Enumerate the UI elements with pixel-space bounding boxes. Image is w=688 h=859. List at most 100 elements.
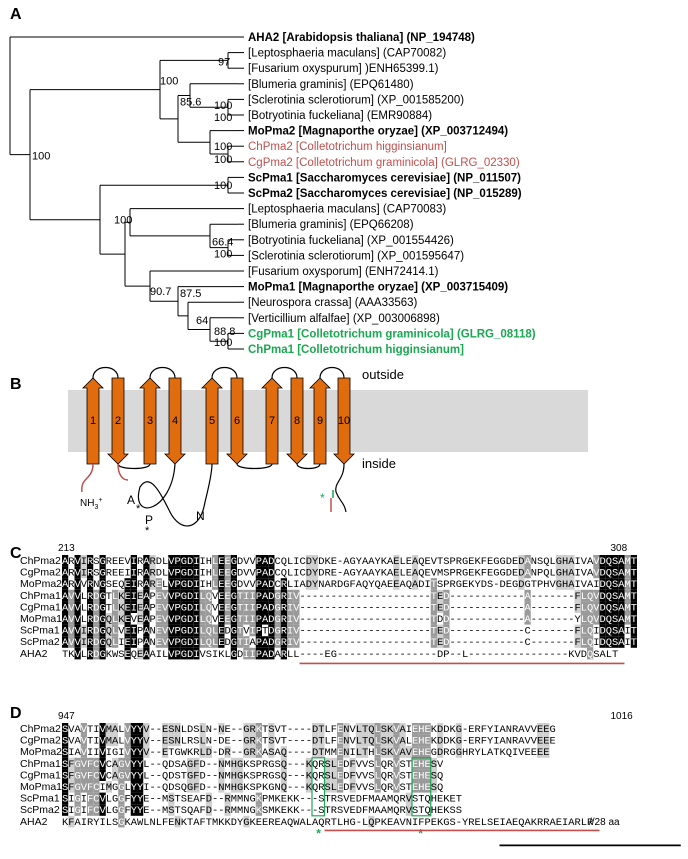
- alignment-sequence: SVAVTIVMALVYYV--ESNLRSLN-DE--GRKTSVT----…: [62, 737, 556, 748]
- tree-leaf-label: AHA2 [Arabidopsis thaliana] (NP_194748): [248, 32, 475, 44]
- alignment-sequence: KFAIRYILSGKAWLNLFENKTAFTMKKDYGKEEREAQWAL…: [62, 818, 593, 829]
- alignment-sequence-name: MoPma2: [20, 746, 62, 758]
- alignment-sequence-name: AHA2: [20, 816, 48, 828]
- n-terminus-label: NH3+: [80, 497, 102, 511]
- green-star: *: [320, 491, 325, 505]
- panel-label-a: A: [10, 6, 22, 23]
- green-star: *: [316, 826, 321, 840]
- helix-number: 4: [172, 415, 178, 427]
- alignment-sequence-name: CgPma1: [20, 601, 61, 613]
- alignment-sequence: AVVLRDGQLKEVEAPEVVPGDILQVEEGTIIPADGRIV--…: [62, 615, 637, 626]
- alignment-sequence-name: CgPma1: [20, 769, 61, 781]
- tree-leaf-label: MoPma2 [Magnaporthe oryzae] (XP_00371249…: [248, 126, 508, 138]
- alignment-sequence-name: ChPma2: [20, 555, 61, 567]
- bootstrap-value: 100: [32, 151, 50, 163]
- aha2-suffix: //28 aa: [589, 817, 620, 828]
- tree-leaf-label: ScPma1 [Saccharomyces cerevisiae] (NP_01…: [248, 172, 521, 184]
- helix-number: 5: [209, 415, 215, 427]
- tree-leaf-label: [Verticillium alfalfae] (XP_003006898): [248, 313, 440, 325]
- helix-number: 7: [269, 415, 275, 427]
- tree-leaf-label: [Blumeria graminis] (EPQ61480): [248, 79, 414, 91]
- alignment-sequence: ARVIRSGREEIIRARDLVPGDIIHLEEGDVVPADCQLICD…: [62, 569, 637, 580]
- tree-leaf-label: [Botryotinia fuckeliana] (XP_001554426): [248, 235, 454, 247]
- alignment-start-number: 213: [58, 543, 75, 554]
- bootstrap-value: 64: [196, 315, 208, 327]
- helix-7: [261, 377, 283, 465]
- tree-leaf-label: ChPma1 [Colletotrichum higginsianum]: [248, 344, 464, 356]
- helix-9: [309, 377, 331, 465]
- bootstrap-value: 88.8: [214, 326, 235, 338]
- alignment-sequence: ARVVRNGSEQEIRARELVPGDIIHLEEGDVVPADCRLIAD…: [62, 580, 637, 591]
- helix-6: [226, 377, 248, 465]
- helix-5: [201, 377, 223, 465]
- bootstrap-value: 87.5: [180, 288, 201, 300]
- alignment-sequence-name: MoPma2: [20, 578, 62, 590]
- helix-8: [286, 377, 308, 465]
- alignment-sequence-name: MoPma1: [20, 781, 62, 793]
- tree-leaf-label: ChPma2 [Colletotrichum higginsianum]: [248, 141, 447, 153]
- bootstrap-value: 66.4: [212, 237, 233, 249]
- bootstrap-value: 100: [214, 337, 232, 349]
- tree-leaf-label: [Fusarium oxysporum] (ENH72414.1): [248, 266, 439, 278]
- alignment-end-number: 308: [611, 543, 628, 554]
- alignment-sequence: SVAVTIVMALVYYV--ESNLDSLN-NE--GRKTSVT----…: [62, 725, 556, 736]
- alignment-sequence: SIGIFCVLGGFYYE--MSTSEAFD--RMMNGKPMKEKK--…: [62, 795, 462, 806]
- alignment-sequence-name: ScPma1: [20, 793, 60, 805]
- panel-label-d: D: [10, 705, 22, 722]
- alignment-sequence: SFGVFCVCAGVYYL--QDSTGFD--NMHGKSPRGSQ---K…: [62, 771, 443, 782]
- helix-number: 8: [294, 415, 300, 427]
- alignment-sequence-name: ScPma2: [20, 636, 60, 648]
- tree-leaf-label: [Leptosphaeria maculans] (CAP70082): [248, 48, 446, 60]
- alignment-sequence: SFGVFCVCAGVYYL--QDSAGFD--NMHGKSPRGSQ---K…: [62, 760, 443, 771]
- helix-number: 10: [338, 415, 350, 427]
- tree-leaf-label: [Fusarium oxyspurum] )ENH65399.1): [248, 63, 439, 75]
- tree-leaf-label: CgPma1 [Colletotrichum graminicola] (GLR…: [248, 328, 536, 340]
- alignment-sequence-name: ScPma1: [20, 625, 60, 637]
- tree-leaf-label: CgPma2 [Colletotrichum graminicola] (GLR…: [248, 157, 520, 169]
- alignment-sequence: AVVLRDGTLKEIEAPEVVPGDILQVEEGTIIPADGRIV--…: [62, 603, 637, 614]
- alignment-sequence: TKVLRDGKWSEQEAAILVPGDIVSIKLGDIIPADARLL--…: [62, 650, 618, 661]
- domain-label: N: [196, 509, 205, 523]
- bootstrap-value: 100: [214, 141, 232, 153]
- tree-leaf-label: [Neurospora crassa] (AAA33563): [248, 297, 418, 309]
- panel-label-c: C: [10, 545, 22, 562]
- bootstrap-value: 100: [214, 100, 232, 112]
- tree-leaf-label: ScPma2 [Saccharomyces cerevisiae] (NP_01…: [248, 188, 522, 200]
- alignment-sequence-name: AHA2: [20, 648, 48, 660]
- bootstrap-value: 90.7: [150, 286, 171, 298]
- tree-leaf-label: [Blumeria graminis] (EPQ66208): [248, 219, 414, 231]
- alignment-sequence-name: MoPma1: [20, 613, 62, 625]
- panel-label-b: B: [10, 376, 22, 393]
- domain-label: A: [127, 493, 135, 507]
- alignment-sequence: SIGIFCVLGGFYYE--MSTSQAFD--RMMNGKSMKEKK--…: [62, 806, 462, 817]
- domain-label: P: [145, 513, 153, 527]
- helix-2: [107, 377, 129, 465]
- alignment-sequence-name: ChPma1: [20, 758, 61, 770]
- helix-number: 3: [147, 415, 153, 427]
- alignment-start-number: 947: [58, 711, 75, 722]
- alignment-sequence: AVVLRDGTLKEIEAPEVVPGDILQVEEGTIIPADGRIV--…: [62, 592, 637, 603]
- green-star: *: [418, 826, 423, 840]
- tree-leaf-label: [Sclerotinia sclerotiorum] (XP_001585200…: [248, 94, 464, 106]
- helix-number: 9: [317, 415, 323, 427]
- bootstrap-value: 100: [214, 112, 232, 124]
- alignment-sequence-name: CgPma2: [20, 567, 61, 579]
- star-mark: *: [145, 525, 150, 537]
- alignment-sequence: ARVIRSGREEVIRARDLVPGDIIHLEEGDVVPADCQLICD…: [62, 557, 637, 568]
- helix-1: [82, 377, 104, 465]
- alignment-sequence: AVVIRDGQLIEIPANEVVPGDILQLEDGTIAPADGRIV--…: [62, 638, 637, 649]
- tree-leaf-label: MoPma1 [Magnaporthe oryzae] (XP_00371540…: [248, 282, 508, 294]
- tree-leaf-label: [Sclerotinia sclerotiorum] (XP_001595647…: [248, 250, 464, 262]
- alignment-sequence-name: CgPma2: [20, 735, 61, 747]
- bootstrap-value: 100: [160, 76, 178, 88]
- alignment-sequence: SFGVFCIMGGLYYI--QDSQGFD--NMHGKSPKGNQ---K…: [62, 783, 443, 794]
- alignment-sequence-name: ChPma2: [20, 723, 61, 735]
- helix-4: [164, 377, 186, 465]
- alignment-end-number: 1016: [611, 711, 634, 722]
- bootstrap-value: 100: [214, 154, 232, 166]
- alignment-sequence: AVVIRDGQLVEIPANEVVPGDILQLEDGTVIPTDGRIV--…: [62, 627, 637, 638]
- helix-3: [139, 377, 161, 465]
- helix-10: [333, 377, 355, 465]
